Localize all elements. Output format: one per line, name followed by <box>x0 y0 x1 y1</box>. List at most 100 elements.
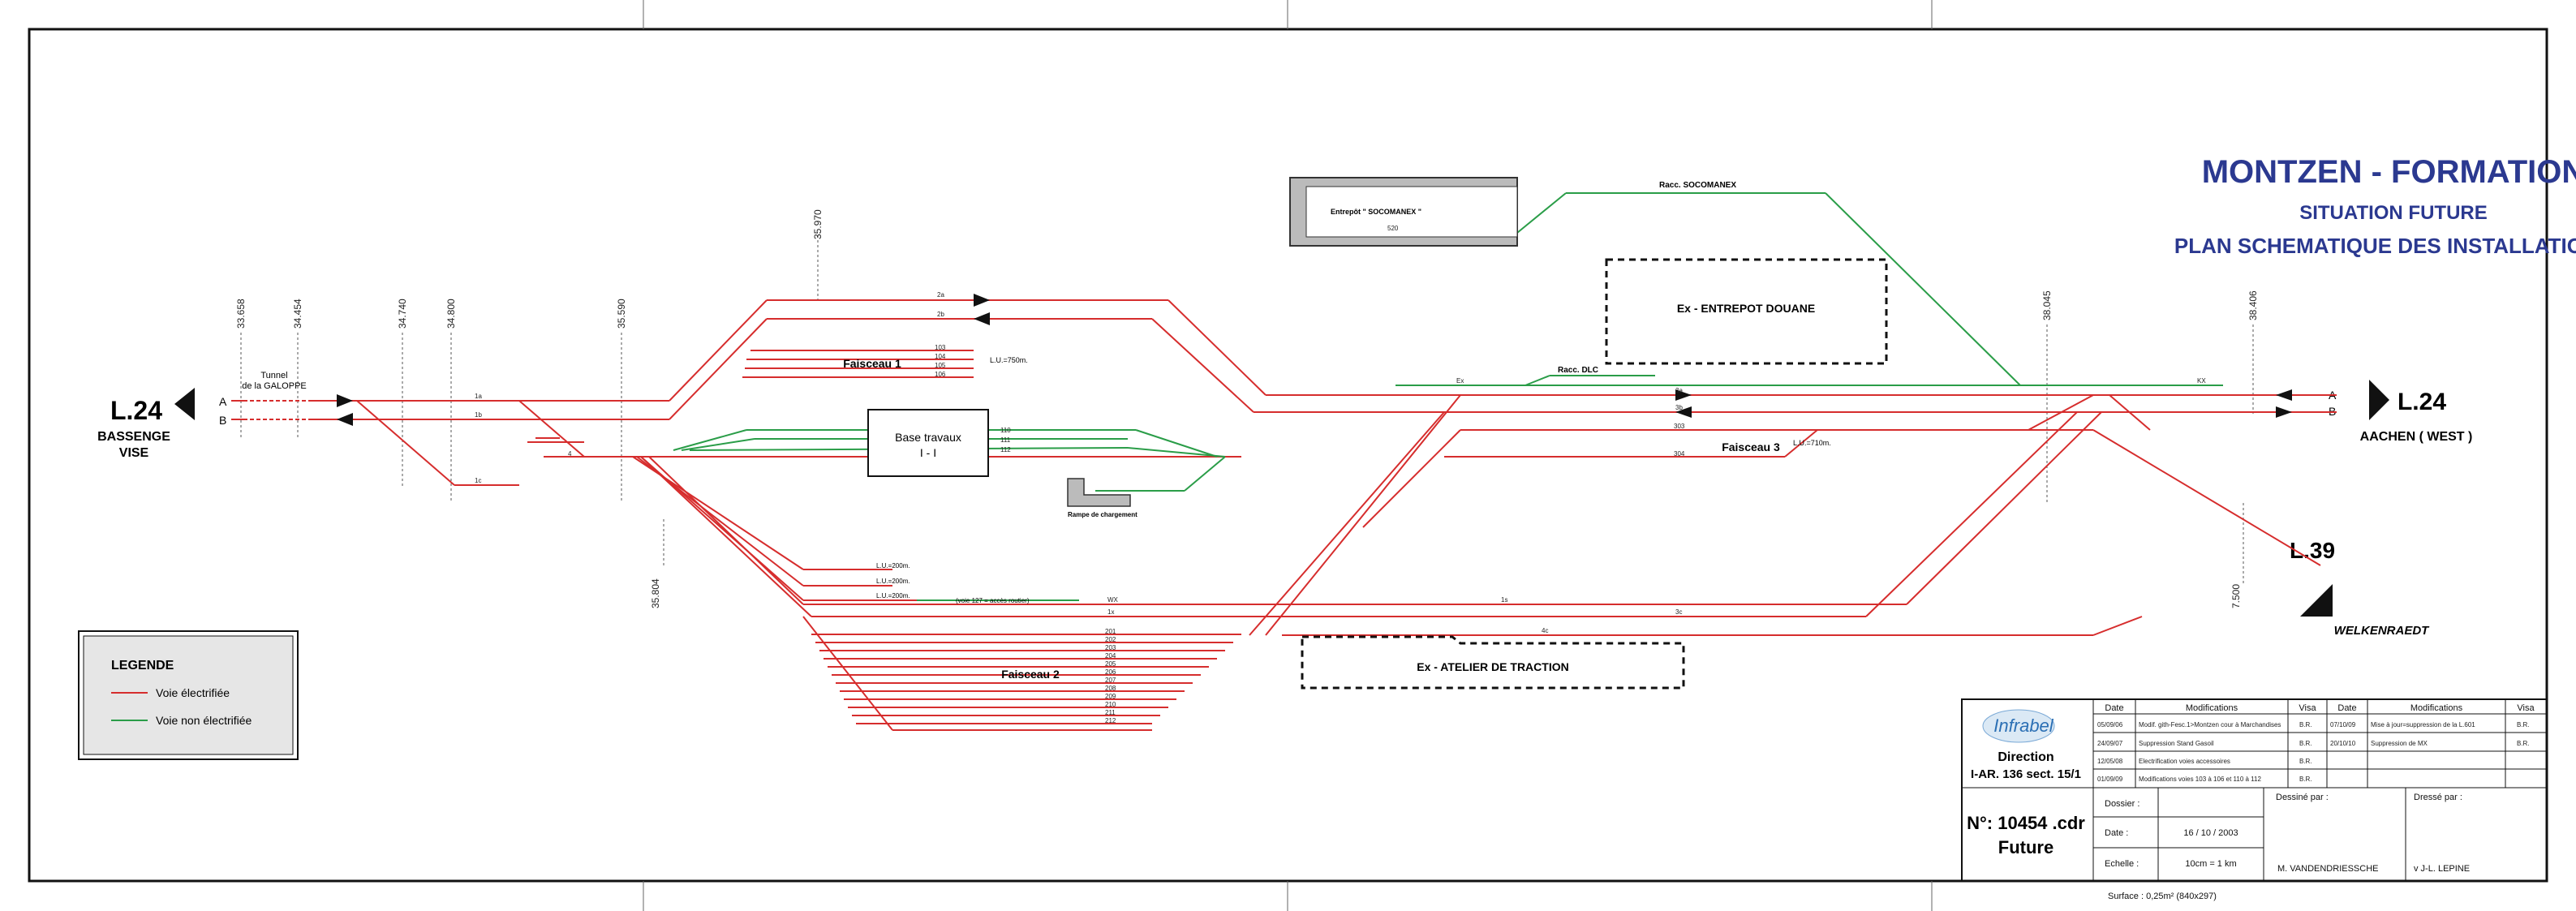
buffer-arrow-icon <box>2276 406 2292 418</box>
track-number-label: 4 <box>568 450 572 458</box>
legend-box <box>83 635 294 755</box>
mod-cell: Modifications voies 103 à 106 et 110 à 1… <box>2139 776 2261 783</box>
buffer-arrow-icon <box>337 394 353 407</box>
entrepot-douane-label: Ex - ENTREPOT DOUANE <box>1677 302 1815 315</box>
rampe-chargement-shape <box>1067 478 1131 507</box>
fold-marks <box>643 0 1933 911</box>
echelle-value: 10cm = 1 km <box>2185 859 2236 869</box>
f2-track: 211 <box>1105 709 1116 716</box>
mod-cell: Suppression de MX <box>2371 740 2428 747</box>
track-number-label: 3a <box>1675 387 1683 394</box>
track-number-label: 303 <box>1674 423 1685 430</box>
track-number-label: KX <box>2197 377 2206 385</box>
mod-header: Date <box>2337 703 2356 713</box>
faisceau3-label: Faisceau 3 <box>1722 440 1780 453</box>
track-number-label: 2b <box>937 311 944 318</box>
faisceau1-label: Faisceau 1 <box>843 357 901 370</box>
track-number-label: 1s <box>1501 596 1507 604</box>
right-line-name: AACHEN ( WEST ) <box>2360 430 2473 444</box>
base-travaux-box <box>867 409 989 477</box>
base-track: 112 <box>1000 446 1011 453</box>
f2-track: 210 <box>1105 701 1116 708</box>
legend-title: LEGENDE <box>111 659 174 673</box>
track-number-label: 304 <box>1674 450 1685 458</box>
mod-cell: B.R. <box>2517 721 2530 728</box>
base-track: 111 <box>1000 436 1011 444</box>
faisceau2-label: Faisceau 2 <box>1001 668 1060 681</box>
f1-track: 106 <box>935 371 946 378</box>
mod-cell: Mise à jour=suppression de la L.601 <box>2371 721 2475 728</box>
modifications-table-grid <box>1961 698 2548 882</box>
tunnel-dashed-tracks <box>243 400 308 420</box>
km-post-label: 34.454 <box>292 299 303 329</box>
mod-cell: B.R. <box>2299 758 2312 765</box>
f2-track: 207 <box>1105 677 1116 684</box>
mod-cell: 05/09/06 <box>2097 721 2123 728</box>
legend-electrified-label: Voie électrifiée <box>156 686 230 699</box>
left-line-name1: BASSENGE <box>97 430 170 444</box>
f2-track: 202 <box>1105 636 1116 643</box>
cartouche-number: N°: 10454 .cdr <box>1967 813 2085 833</box>
base-travaux-label-2: I - I <box>920 446 936 459</box>
km-post-lines <box>240 235 2254 584</box>
left-line-name2: VISE <box>119 446 149 460</box>
track-number-label: 2a <box>937 291 944 299</box>
f2-track: 208 <box>1105 685 1116 692</box>
track-number-label: 1a <box>475 393 482 400</box>
base-travaux-label: Base travaux <box>895 431 961 444</box>
diagram-subtitle-2: PLAN SCHEMATIQUE DES INSTALLATIONS <box>2174 234 2576 258</box>
cartouche-reference: I-AR. 136 sect. 15/1 <box>1971 767 2081 781</box>
track-number-label: 4c <box>1542 627 1548 634</box>
mod-header: Visa <box>2299 703 2316 713</box>
faisceau3-length-label: L.U.=710m. <box>1793 439 1831 447</box>
mod-cell: B.R. <box>2299 740 2312 747</box>
dessine-label: Dessiné par : <box>2276 793 2329 802</box>
echelle-label: Echelle : <box>2105 859 2139 869</box>
right-line-code: L.24 <box>2398 389 2446 415</box>
mod-cell: 24/09/07 <box>2097 740 2123 747</box>
mod-header: Visa <box>2517 703 2535 713</box>
voie127-note: (voie 127 = accès routier) <box>956 597 1030 604</box>
track-number-label: 1b <box>475 411 482 419</box>
km-post-label: 38.045 <box>2041 290 2053 320</box>
track-number-label: Ex <box>1456 377 1464 385</box>
f2-track: 206 <box>1105 668 1116 676</box>
tunnel-label: Tunnel <box>260 371 287 380</box>
left-line-code: L.24 <box>110 396 162 425</box>
mod-cell: Electrification voies accessoires <box>2139 758 2230 765</box>
km-post-label: 35.590 <box>616 299 627 329</box>
buffer-arrow-icon <box>337 413 353 426</box>
atelier-traction-label: Ex - ATELIER DE TRACTION <box>1417 660 1568 673</box>
socomanex-building-label: Entrepôt " SOCOMANEX " <box>1331 208 1421 216</box>
buffer-arrow-icon <box>2276 389 2292 401</box>
mod-cell: B.R. <box>2299 721 2312 728</box>
mod-cell: B.R. <box>2299 776 2312 783</box>
track-number-label: WX <box>1107 596 1119 604</box>
non-electrified-tracks <box>673 192 2223 601</box>
dossier-label: Dossier : <box>2105 799 2139 809</box>
f1-track: 105 <box>935 362 946 369</box>
mod-header: Date <box>2105 703 2123 713</box>
f2-track: 204 <box>1105 652 1116 660</box>
km-post-label: 34.800 <box>445 299 457 329</box>
drawing-frame <box>28 28 2548 883</box>
mod-header: Modifications <box>2186 703 2238 713</box>
l39-line-name: WELKENRAEDT <box>2334 624 2430 638</box>
km-post-label: 7.500 <box>2230 584 2242 608</box>
km-post-label: 35.804 <box>650 578 661 608</box>
f2-track: 203 <box>1105 644 1116 651</box>
mod-cell: Modif. gith-Fesc.1>Montzen cour à Marcha… <box>2139 721 2281 728</box>
date-value: 16 / 10 / 2003 <box>2183 828 2238 838</box>
infrabel-logo-icon <box>1982 709 2055 743</box>
dresse-label: Dressé par : <box>2414 793 2462 802</box>
siding-length-label: L.U.=200m. <box>876 562 910 569</box>
faisceau1-length-label: L.U.=750m. <box>990 356 1028 364</box>
mod-cell: 12/05/08 <box>2097 758 2123 765</box>
f2-track: 205 <box>1105 660 1116 668</box>
tunnel-label-2: de la GALOPPE <box>242 381 307 391</box>
dessine-value: M. VANDENDRIESSCHE <box>2277 864 2378 874</box>
entrepot-douane-box <box>1605 258 1888 365</box>
right-line-arrow-icon <box>2369 380 2389 420</box>
km-post-label: 38.406 <box>2247 290 2259 320</box>
